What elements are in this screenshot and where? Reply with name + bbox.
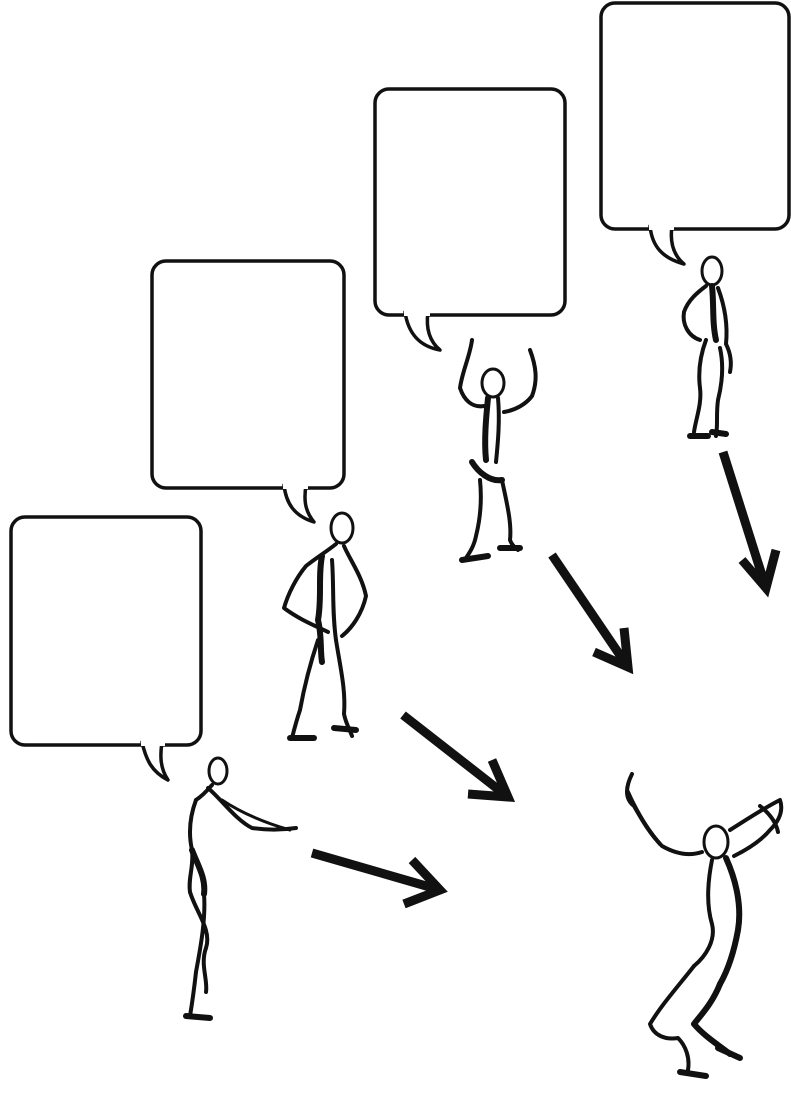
figure-5-leaping xyxy=(627,774,781,1076)
speech-bubble-2-box xyxy=(152,261,344,488)
speech-bubble-4 xyxy=(601,3,789,264)
arrow-1 xyxy=(312,853,440,904)
figure-4-hand-on-hip xyxy=(684,257,731,436)
speech-bubble-3 xyxy=(375,89,565,350)
figure-2-hands-on-hips xyxy=(284,513,366,738)
figure-3-head xyxy=(482,369,504,397)
speech-bubble-2 xyxy=(152,261,344,522)
figure-1-reaching xyxy=(186,758,296,1018)
speech-bubble-1-tail xyxy=(142,742,168,780)
speech-bubble-1 xyxy=(11,517,201,780)
figure-3-arms-raised xyxy=(460,340,536,560)
speech-bubble-2-tail xyxy=(284,485,314,522)
speech-bubble-1-box xyxy=(11,517,201,745)
speech-bubble-3-box xyxy=(375,89,565,315)
figure-5-head xyxy=(704,826,728,858)
arrow-4 xyxy=(723,452,776,588)
arrow-3-shaft xyxy=(552,555,628,667)
arrow-2 xyxy=(403,715,508,797)
figure-1-head xyxy=(209,758,227,784)
figure-4-head xyxy=(702,257,722,285)
speech-bubble-3-tail xyxy=(405,312,440,350)
speech-bubble-4-tail xyxy=(650,226,684,264)
arrow-2-shaft xyxy=(403,715,508,797)
arrow-3 xyxy=(552,555,628,667)
speech-bubble-4-box xyxy=(601,3,789,229)
figure-2-head xyxy=(331,513,353,543)
